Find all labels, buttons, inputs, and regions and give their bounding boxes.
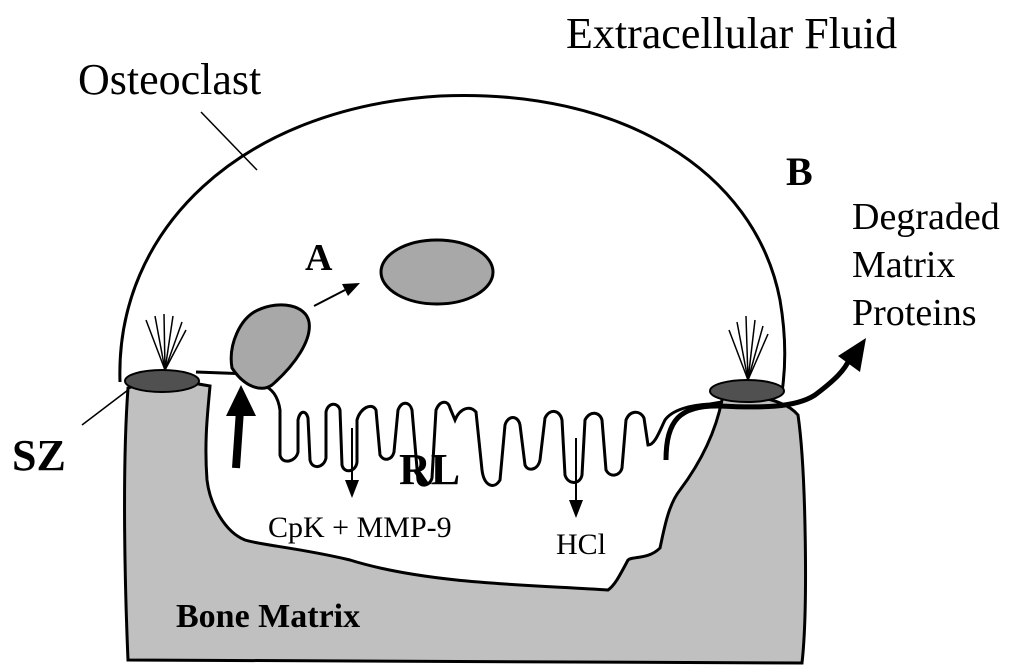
label-rl: RL [399,448,460,492]
uptake-arrow-head [226,385,256,416]
label-osteoclast: Osteoclast [78,58,261,102]
label-cpk-mmp9: CpK + MMP-9 [268,513,452,543]
arrow-a-shaft [314,290,345,306]
sealing-zone-left [125,370,199,392]
label-sz: SZ [12,434,66,478]
label-proteins: Proteins [852,294,977,332]
label-degraded: Degraded [852,198,1000,236]
label-hcl: HCl [556,530,606,560]
ruffled-border [262,385,722,485]
actin-bundle-right [729,316,768,380]
actin-bundle-left [146,314,186,370]
osteoclast-leader-line [201,112,257,170]
sealing-zone-right [710,380,784,402]
nucleus [381,240,493,304]
label-extracellular-fluid: Extracellular Fluid [566,12,897,56]
uptake-arrow-shaft [236,410,240,468]
label-matrix: Matrix [852,246,955,284]
label-bone-matrix: Bone Matrix [176,600,360,634]
arrow-cpk-head [345,480,359,498]
arrow-hcl-head [569,500,583,518]
label-a: A [305,239,332,277]
endocytic-vesicle [231,305,309,388]
sz-leader-line [82,390,128,425]
label-b: B [786,152,813,192]
